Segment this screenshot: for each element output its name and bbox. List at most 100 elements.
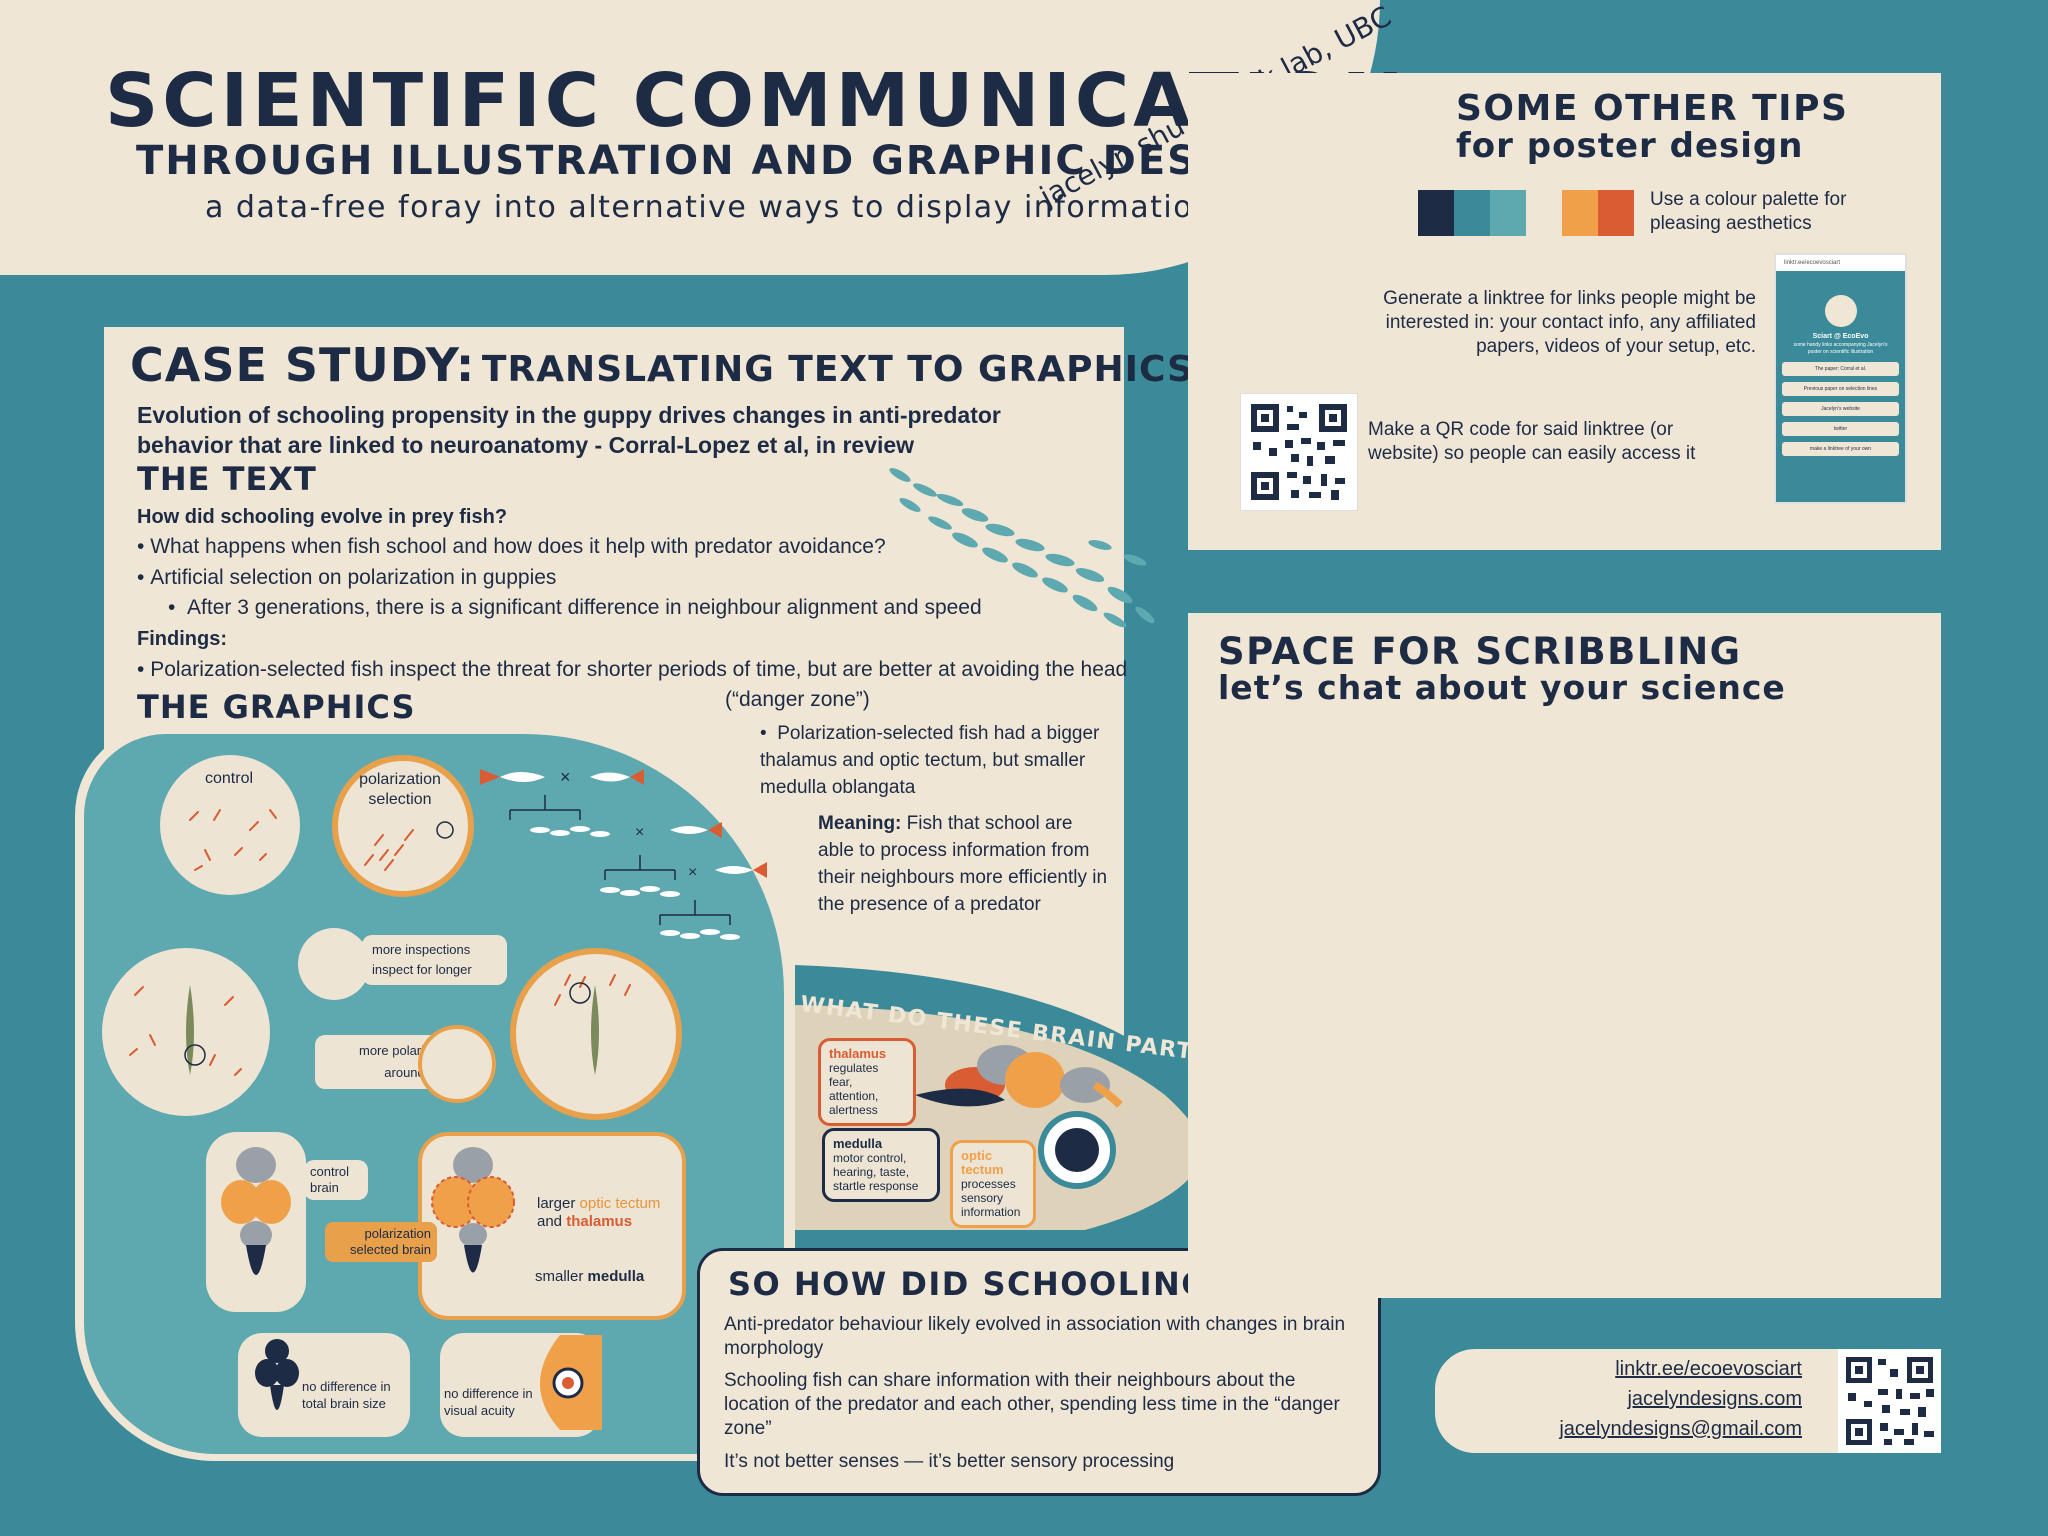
svg-text:×: × xyxy=(635,824,644,841)
no-diff-visual-text: no difference in visual acuity xyxy=(444,1386,533,1418)
fish-school-group xyxy=(889,468,1155,628)
control-fish-scatter xyxy=(189,809,277,871)
control-label: control xyxy=(205,770,254,787)
smaller-medulla-label: smaller medulla xyxy=(535,1268,644,1285)
linktree-mockup: linktr.ee/ecoevosciart Sciart @ EcoEvo s… xyxy=(1774,253,1907,504)
mockup-url-bar: linktr.ee/ecoevosciart xyxy=(1776,255,1905,271)
palette-swatch-6 xyxy=(1598,190,1634,236)
medulla-callout: medulla motor control, hearing, taste, s… xyxy=(822,1128,940,1202)
palette-tip: Use a colour palette for pleasing aesthe… xyxy=(1650,189,1847,234)
palette-swatch-2 xyxy=(1454,190,1490,236)
fish-school-illustration xyxy=(889,468,1155,628)
control-arena-circle xyxy=(102,948,270,1116)
tips-subtitle: for poster design xyxy=(1456,126,1804,166)
email-link[interactable]: jacelyndesigns@gmail.com xyxy=(1559,1418,1802,1440)
poster-title: SCIENTIFIC COMMUNICATION xyxy=(105,58,1408,144)
polarized-fish-scatter xyxy=(364,821,454,871)
bullet-2-text: Artificial selection on polarization in … xyxy=(150,566,557,589)
thalamus-callout-desc: regulates fear, attention, alertness xyxy=(829,1061,879,1117)
qr-tip: Make a QR code for said linktree (or web… xyxy=(1368,419,1696,464)
mockup-link-4: twitter xyxy=(1782,422,1899,436)
website-link[interactable]: jacelyndesigns.com xyxy=(1627,1388,1802,1410)
mockup-link-1: The paper: Corral et al. xyxy=(1782,362,1899,376)
palette-swatch-3 xyxy=(1490,190,1526,236)
bullet-1-text: What happens when fish school and how do… xyxy=(150,535,886,558)
graphics-heading: THE GRAPHICS xyxy=(137,688,416,726)
optic-tectum-callout: optic tectum processes sensory informati… xyxy=(950,1140,1036,1228)
polarized-zoom-circle xyxy=(418,1025,496,1103)
control-circle xyxy=(160,755,300,895)
more-inspections-text: more inspections xyxy=(372,942,471,957)
thalamus-callout: thalamus regulates fear, attention, aler… xyxy=(818,1038,916,1126)
medulla-callout-title: medulla xyxy=(833,1136,883,1151)
case-study-title-lead: CASE STUDY: xyxy=(130,338,476,392)
case-study-title-rest: TRANSLATING TEXT TO GRAPHICS xyxy=(481,349,1195,390)
qr-pattern-icon xyxy=(1846,1357,1934,1445)
meaning-label: Meaning: xyxy=(818,813,902,834)
svg-text:×: × xyxy=(688,864,697,881)
brain-inside-head xyxy=(915,1045,1123,1108)
smaller-prefix: smaller xyxy=(535,1268,588,1285)
control-arena-fish xyxy=(129,985,242,1076)
bullet-3-text: After 3 generations, there is a signific… xyxy=(187,596,982,619)
optic-callout-desc: processes sensory information xyxy=(961,1177,1021,1219)
findings-label: Findings: xyxy=(137,628,227,650)
linktree-tip: Generate a linktree for links people mig… xyxy=(1383,288,1756,357)
scribble-title: SPACE FOR SCRIBBLING xyxy=(1218,630,1742,673)
palette-swatch-4 xyxy=(1526,190,1562,236)
and-prefix: and xyxy=(537,1213,567,1230)
finding-1-continued: (“danger zone”) xyxy=(725,688,870,711)
no-diff-brain-text: no difference in total brain size xyxy=(302,1379,391,1411)
polarization-brain-illustration xyxy=(431,1147,515,1273)
finding-2: • Polarization-selected fish had a bigge… xyxy=(760,723,1100,798)
mockup-link-3: Jacelyn's website xyxy=(1782,402,1899,416)
svg-text:×: × xyxy=(560,767,571,787)
mockup-name: Sciart @ EcoEvo xyxy=(1812,333,1869,340)
breeding-diagram: × × × xyxy=(480,767,767,940)
polarization-arena-fish xyxy=(554,974,631,1075)
mockup-link-5: make a linktree of your own xyxy=(1782,442,1899,456)
mockup-link-2: Previous paper on selection lines xyxy=(1782,382,1899,396)
mockup-avatar xyxy=(1824,295,1857,327)
text-heading: THE TEXT xyxy=(137,460,317,498)
fish-head-icon xyxy=(540,1335,602,1430)
conclusion-p3: It’s not better senses — it’s better sen… xyxy=(724,1451,1175,1472)
bullet-1: • What happens when fish school and how … xyxy=(137,535,886,558)
poster-tagline: a data-free foray into alternative ways … xyxy=(205,190,1214,225)
bullet-2: • Artificial selection on polarization i… xyxy=(137,566,557,589)
poster-subtitle: THROUGH ILLUSTRATION AND GRAPHIC DESIGN xyxy=(136,138,1286,184)
medulla-highlight: medulla xyxy=(587,1268,645,1285)
contact-links: linktr.ee/ecoevosciart jacelyndesigns.co… xyxy=(1510,1354,1802,1444)
question: How did schooling evolve in prey fish? xyxy=(137,506,508,528)
palette-swatch-5 xyxy=(1562,190,1598,236)
mockup-desc: some handy links accompanying Jacelyn's … xyxy=(1793,342,1888,355)
optic-callout-title: optic tectum xyxy=(961,1148,1004,1177)
conclusion-p1: Anti-predator behaviour likely evolved i… xyxy=(724,1314,1346,1359)
meaning: Meaning: Fish that school are able to pr… xyxy=(818,810,1108,918)
bullet-3: • After 3 generations, there is a signif… xyxy=(168,596,982,619)
control-brain-label: control brain xyxy=(304,1160,368,1200)
scribble-subtitle: let’s chat about your science xyxy=(1218,668,1786,707)
tips-qr-code[interactable] xyxy=(1240,393,1358,511)
meaning-text: Fish that school are able to process inf… xyxy=(818,813,1108,915)
larger-prefix: larger xyxy=(537,1195,580,1212)
qr-pattern-icon xyxy=(1251,404,1347,500)
finding-1-text: Polarization-selected fish inspect the t… xyxy=(150,658,1128,681)
parent-fish xyxy=(480,769,644,785)
larger-optic-label: larger optic tectum and thalamus xyxy=(537,1195,660,1231)
polarization-circle xyxy=(332,755,474,897)
inspection-zoom-circle xyxy=(298,928,370,1000)
tips-title: SOME OTHER TIPS xyxy=(1456,88,1849,129)
colour-palette xyxy=(1418,190,1634,236)
polarization-label: polarization selection xyxy=(359,771,441,808)
finding-2-text: Polarization-selected fish had a bigger … xyxy=(760,723,1100,798)
thalamus-callout-title: thalamus xyxy=(829,1046,887,1061)
inspect-longer-text: inspect for longer xyxy=(372,962,472,977)
case-study-title: CASE STUDY: TRANSLATING TEXT TO GRAPHICS xyxy=(130,338,1194,392)
scribble-panel xyxy=(1188,613,1941,1298)
linktree-link[interactable]: linktr.ee/ecoevosciart xyxy=(1615,1358,1802,1380)
conclusion-p2: Schooling fish can share information wit… xyxy=(724,1370,1340,1439)
contact-qr-code[interactable] xyxy=(1838,1349,1941,1453)
finding-1: • Polarization-selected fish inspect the… xyxy=(137,658,1128,681)
inspection-label: more inspections inspect for longer xyxy=(362,935,507,985)
